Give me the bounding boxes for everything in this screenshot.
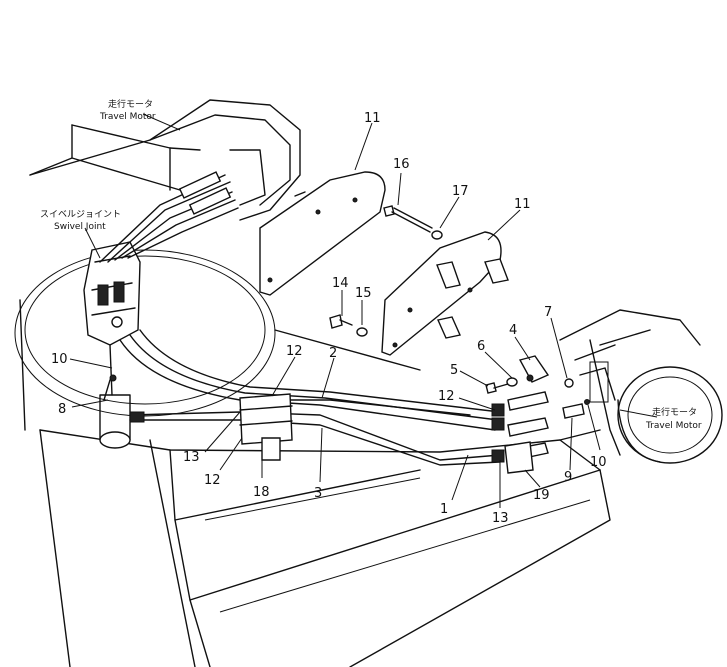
callout-17: 17 — [452, 184, 469, 199]
callout-12-right: 12 — [438, 389, 455, 404]
callout-16: 16 — [393, 157, 410, 172]
right-fittings — [491, 378, 590, 474]
travel-motor-right — [559, 309, 723, 464]
callout-11-right: 11 — [514, 197, 531, 212]
travel-motor-top-label-jp: 走行モータ — [108, 98, 153, 110]
hardware — [329, 205, 550, 394]
callout-5: 5 — [450, 363, 458, 378]
callout-6: 6 — [477, 339, 485, 354]
callout-10-left: 10 — [51, 352, 68, 367]
callout-7: 7 — [544, 305, 552, 320]
callout-8: 8 — [58, 402, 66, 417]
callout-2: 2 — [329, 346, 337, 361]
callout-1: 1 — [440, 502, 448, 517]
callout-3: 3 — [314, 486, 322, 501]
swivel-joint-label-en: Swivel Joint — [54, 222, 106, 232]
callout-14: 14 — [332, 276, 349, 291]
callout-9: 9 — [564, 470, 572, 485]
component-labels: 走行モータ Travel Motor スイベルジョイント Swivel Join… — [40, 98, 702, 431]
callout-numbers: 11 16 17 11 14 15 4 7 6 5 12 2 12 10 8 1… — [51, 111, 607, 526]
callout-10-right: 10 — [590, 455, 607, 470]
callout-15: 15 — [355, 286, 372, 301]
callout-11-left: 11 — [364, 111, 381, 126]
callout-4: 4 — [509, 323, 517, 338]
callout-12-bottom: 12 — [204, 473, 221, 488]
travel-motor-right-label-jp: 走行モータ — [652, 406, 697, 418]
callout-12-top: 12 — [286, 344, 303, 359]
leader-lines — [69, 113, 658, 508]
callout-19: 19 — [533, 488, 550, 503]
callout-18: 18 — [253, 485, 270, 500]
swivel-joint-label-jp: スイベルジョイント — [40, 210, 121, 220]
clamp — [239, 393, 293, 461]
upper-hoses — [99, 171, 239, 263]
cover-plates — [259, 171, 509, 356]
travel-motor-right-label-en: Travel Motor — [645, 421, 702, 431]
travel-motor-top-label-en: Travel Motor — [99, 112, 156, 122]
callout-13-right: 13 — [492, 511, 509, 526]
callout-13-left: 13 — [183, 450, 200, 465]
track-frame — [39, 429, 611, 667]
